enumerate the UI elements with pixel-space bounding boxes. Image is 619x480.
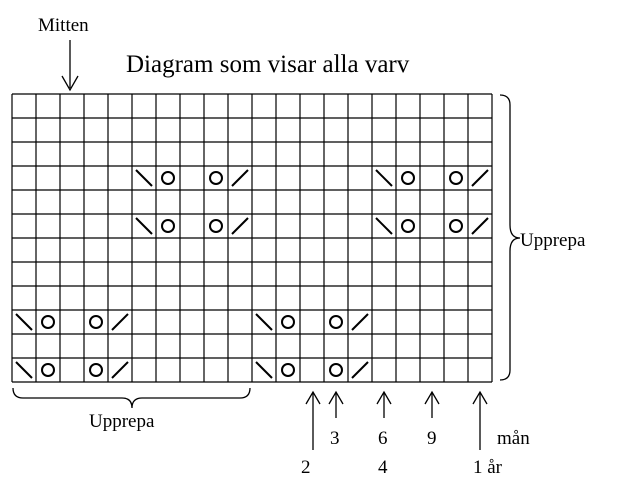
size-arrow-2	[328, 390, 344, 418]
decrease-right-symbol	[351, 361, 369, 379]
decrease-right-symbol	[111, 313, 129, 331]
yarn-over-symbol	[41, 315, 55, 329]
decrease-right-symbol	[111, 361, 129, 379]
size-arrow-4	[424, 390, 440, 418]
decrease-left-symbol	[255, 313, 273, 331]
decrease-left-symbol	[375, 217, 393, 235]
size-label-6: 6	[378, 428, 388, 449]
repeat-right-label: Upprepa	[520, 230, 586, 251]
yarn-over-symbol	[41, 363, 55, 377]
decrease-left-symbol	[375, 169, 393, 187]
decrease-right-symbol	[471, 217, 489, 235]
size-arrow-3	[376, 390, 392, 418]
stitch-symbols	[15, 169, 489, 379]
repeat-bottom-label: Upprepa	[89, 411, 155, 432]
decrease-right-symbol	[351, 313, 369, 331]
decrease-right-symbol	[231, 217, 249, 235]
yarn-over-symbol	[161, 171, 175, 185]
yarn-over-symbol	[161, 219, 175, 233]
decrease-left-symbol	[255, 361, 273, 379]
yarn-over-symbol	[89, 315, 103, 329]
chart-grid	[11, 93, 493, 383]
mitten-label: Mitten	[38, 15, 89, 36]
size-label-1ar: 1 år	[473, 457, 503, 478]
yarn-over-symbol	[89, 363, 103, 377]
size-label-man: mån	[497, 428, 530, 449]
yarn-over-symbol	[329, 315, 343, 329]
repeat-bottom-brace	[12, 387, 251, 409]
decrease-left-symbol	[15, 361, 33, 379]
size-label-2: 2	[301, 457, 311, 478]
mitten-arrow	[61, 40, 79, 92]
size-arrow-5	[472, 390, 488, 450]
decrease-left-symbol	[135, 217, 153, 235]
yarn-over-symbol	[329, 363, 343, 377]
repeat-right-brace	[499, 94, 521, 381]
decrease-left-symbol	[15, 313, 33, 331]
size-label-3: 3	[330, 428, 340, 449]
decrease-right-symbol	[231, 169, 249, 187]
yarn-over-symbol	[209, 219, 223, 233]
yarn-over-symbol	[449, 219, 463, 233]
yarn-over-symbol	[449, 171, 463, 185]
diagram-title: Diagram som visar alla varv	[126, 51, 410, 78]
yarn-over-symbol	[209, 171, 223, 185]
yarn-over-symbol	[281, 363, 295, 377]
yarn-over-symbol	[401, 171, 415, 185]
size-label-4: 4	[378, 457, 388, 478]
decrease-left-symbol	[135, 169, 153, 187]
yarn-over-symbol	[281, 315, 295, 329]
size-arrow-1	[305, 390, 321, 450]
decrease-right-symbol	[471, 169, 489, 187]
yarn-over-symbol	[401, 219, 415, 233]
size-label-9: 9	[427, 428, 437, 449]
size-marker-arrows	[305, 390, 488, 450]
